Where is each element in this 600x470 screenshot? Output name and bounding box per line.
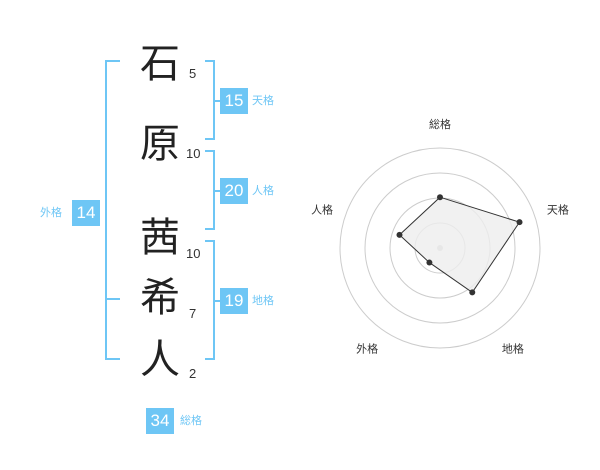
name-char-4: 希 bbox=[140, 275, 180, 321]
stroke-count-3: 10 bbox=[186, 246, 201, 261]
stroke-count-2: 10 bbox=[186, 146, 201, 161]
chikaku-badge: 19 bbox=[220, 288, 248, 314]
radar-axis-label-2: 天格 bbox=[547, 203, 569, 217]
gaikaku-bracket-mid-tick bbox=[105, 298, 120, 300]
chikaku-label: 地格 bbox=[252, 294, 274, 307]
gaikaku-badge: 14 bbox=[72, 200, 100, 226]
jinkaku-badge: 20 bbox=[220, 178, 248, 204]
radar-point-4 bbox=[426, 259, 433, 266]
chikaku-bracket-tick bbox=[215, 300, 220, 302]
chikaku-bracket bbox=[205, 240, 215, 360]
gaikaku-label: 外格 bbox=[40, 206, 62, 219]
jinkaku-bracket-tick bbox=[215, 190, 220, 192]
stroke-count-4: 7 bbox=[189, 306, 197, 321]
tenkaku-bracket bbox=[205, 60, 215, 140]
name-char-5: 人 bbox=[140, 337, 180, 383]
name-char-2: 原 bbox=[140, 121, 180, 167]
radar-point-2 bbox=[516, 219, 523, 226]
radar-point-3 bbox=[469, 289, 476, 296]
radar-point-5 bbox=[396, 231, 403, 238]
stroke-count-1: 5 bbox=[189, 66, 197, 81]
soukaku-label: 総格 bbox=[180, 414, 202, 427]
jinkaku-bracket bbox=[205, 150, 215, 230]
radar-axis-label-3: 地格 bbox=[502, 341, 524, 355]
soukaku-badge: 34 bbox=[146, 408, 174, 434]
name-char-1: 石 bbox=[140, 41, 180, 87]
name-char-3: 茜 bbox=[140, 215, 180, 261]
tenkaku-bracket-tick bbox=[215, 100, 220, 102]
stroke-count-5: 2 bbox=[189, 366, 197, 381]
jinkaku-label: 人格 bbox=[252, 184, 274, 197]
radar-axis-label-5: 人格 bbox=[311, 203, 333, 217]
tenkaku-badge: 15 bbox=[220, 88, 248, 114]
tenkaku-label: 天格 bbox=[252, 94, 274, 107]
radar-axis-label-1: 総格 bbox=[429, 117, 451, 131]
radar-point-1 bbox=[437, 194, 443, 201]
radar-area bbox=[398, 196, 521, 294]
radar-ring bbox=[339, 147, 541, 349]
radar-axis-label-4: 外格 bbox=[356, 341, 378, 355]
gaikaku-bracket bbox=[105, 60, 120, 360]
radar-ring bbox=[364, 172, 516, 324]
